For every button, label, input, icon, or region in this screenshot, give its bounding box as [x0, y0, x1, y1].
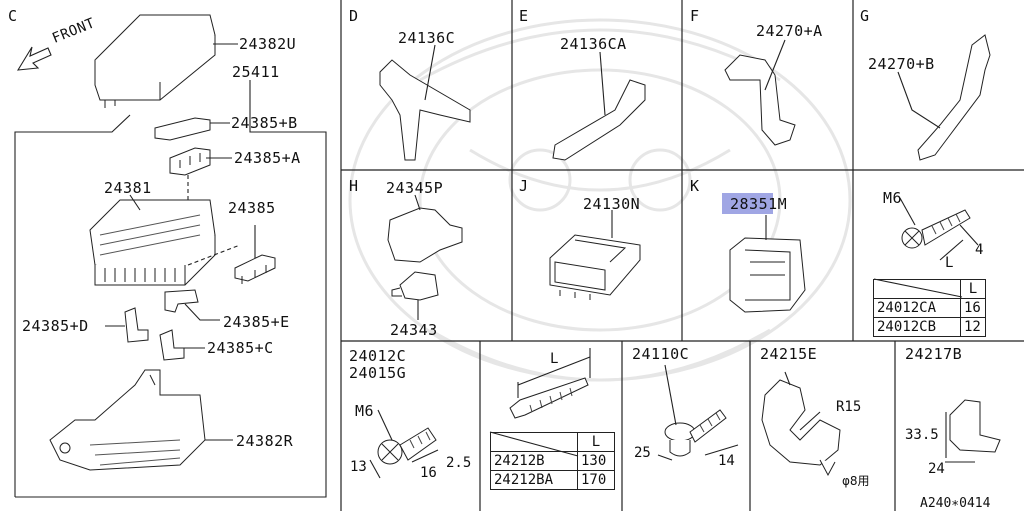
dimension: L — [945, 255, 954, 271]
bolt-size: M6 — [355, 402, 375, 420]
section-label-f: F — [690, 7, 700, 25]
table-cell: 12 — [960, 317, 986, 337]
dimension: R15 — [836, 399, 862, 415]
part-number: 24217B — [905, 345, 963, 363]
part-number: 24343 — [390, 321, 438, 339]
part-number: 24385+C — [207, 339, 274, 357]
relay-28351M — [729, 237, 806, 313]
part-number: 24270+B — [868, 55, 935, 73]
screw-24110C — [664, 409, 727, 457]
fuse-block-24381 — [89, 199, 216, 286]
part-number: 24385+E — [223, 313, 290, 331]
section-label-e: E — [519, 7, 529, 25]
table-cell: 170 — [577, 470, 615, 490]
highlight-box — [722, 193, 773, 214]
dimension: 13 — [350, 459, 367, 475]
table-cell: 24012CB — [873, 317, 961, 337]
bolt-24012C — [377, 427, 437, 465]
clip-24212B — [509, 377, 589, 419]
dimension: 14 — [718, 453, 735, 469]
dimension: 16 — [420, 465, 437, 481]
part-number: 24136CA — [560, 35, 627, 53]
grid-lines — [340, 0, 1024, 511]
bolt-size: M6 — [883, 189, 903, 207]
table-header: L — [577, 432, 615, 452]
part-number: 24381 — [104, 179, 152, 197]
part-number: 24215E — [760, 345, 818, 363]
cover-24382U — [94, 14, 216, 108]
part-24345P — [387, 207, 463, 263]
table-cell: 24212B — [490, 451, 578, 471]
bolt-24012CA — [901, 209, 971, 249]
base-24382R — [49, 369, 206, 471]
part-24270B — [917, 34, 991, 161]
section-label-d: D — [349, 7, 359, 25]
table-header: L — [960, 279, 986, 299]
part-24385C — [159, 329, 185, 361]
part-24385E — [164, 289, 199, 313]
section-label-k: K — [690, 177, 700, 195]
note: φ8用 — [842, 474, 870, 488]
part-number: 24385+B — [231, 114, 298, 132]
part-24270A — [724, 54, 796, 146]
part-number: 24382U — [239, 35, 297, 53]
front-arrow-icon — [16, 46, 52, 71]
table-cell — [873, 279, 961, 299]
table-cell: 24012CA — [873, 298, 961, 318]
part-number: 24270+A — [756, 22, 823, 40]
part-number: 24382R — [236, 432, 294, 450]
watermark — [348, 18, 852, 382]
connector-24130N — [549, 234, 641, 300]
clamp-24215E — [761, 379, 841, 477]
part-24343 — [391, 271, 439, 301]
part-number: 24385+A — [234, 149, 301, 167]
part-number: 25411 — [232, 63, 280, 81]
bracket-24136CA — [552, 79, 646, 161]
table-cell — [490, 432, 578, 452]
part-24385B — [154, 117, 211, 141]
dimension: 25 — [634, 445, 651, 461]
section-label-h: H — [349, 177, 359, 195]
section-label-c: C — [8, 7, 18, 25]
part-24385D — [124, 307, 149, 343]
footer-code: A240∗0414 — [920, 496, 991, 511]
part-number: 24015G — [349, 364, 407, 382]
part-24385A — [169, 147, 211, 176]
part-number: 24130N — [583, 195, 641, 213]
box-25411 — [14, 80, 327, 498]
dimension: 4 — [975, 242, 984, 258]
section-label-g: G — [860, 7, 870, 25]
bracket-24217B — [949, 399, 1001, 453]
table-cell: 130 — [577, 451, 615, 471]
part-24385 — [234, 254, 276, 284]
part-number: 24345P — [386, 179, 444, 197]
section-label-j: J — [519, 177, 529, 195]
part-number-highlighted[interactable]: 28351M — [730, 195, 788, 213]
part-number: 24136C — [398, 29, 456, 47]
dimension: 33.5 — [905, 427, 939, 443]
part-number: 24110C — [632, 345, 690, 363]
dimension: L — [550, 351, 559, 367]
bracket-24136C — [379, 59, 471, 161]
table-cell: 24212BA — [490, 470, 578, 490]
part-number: 24012C — [349, 347, 407, 365]
part-number: 24385+D — [22, 317, 89, 335]
dimension: 2.5 — [446, 455, 472, 471]
dimension: 24 — [928, 461, 945, 477]
part-number: 24385 — [228, 199, 276, 217]
table-cell: 16 — [960, 298, 986, 318]
